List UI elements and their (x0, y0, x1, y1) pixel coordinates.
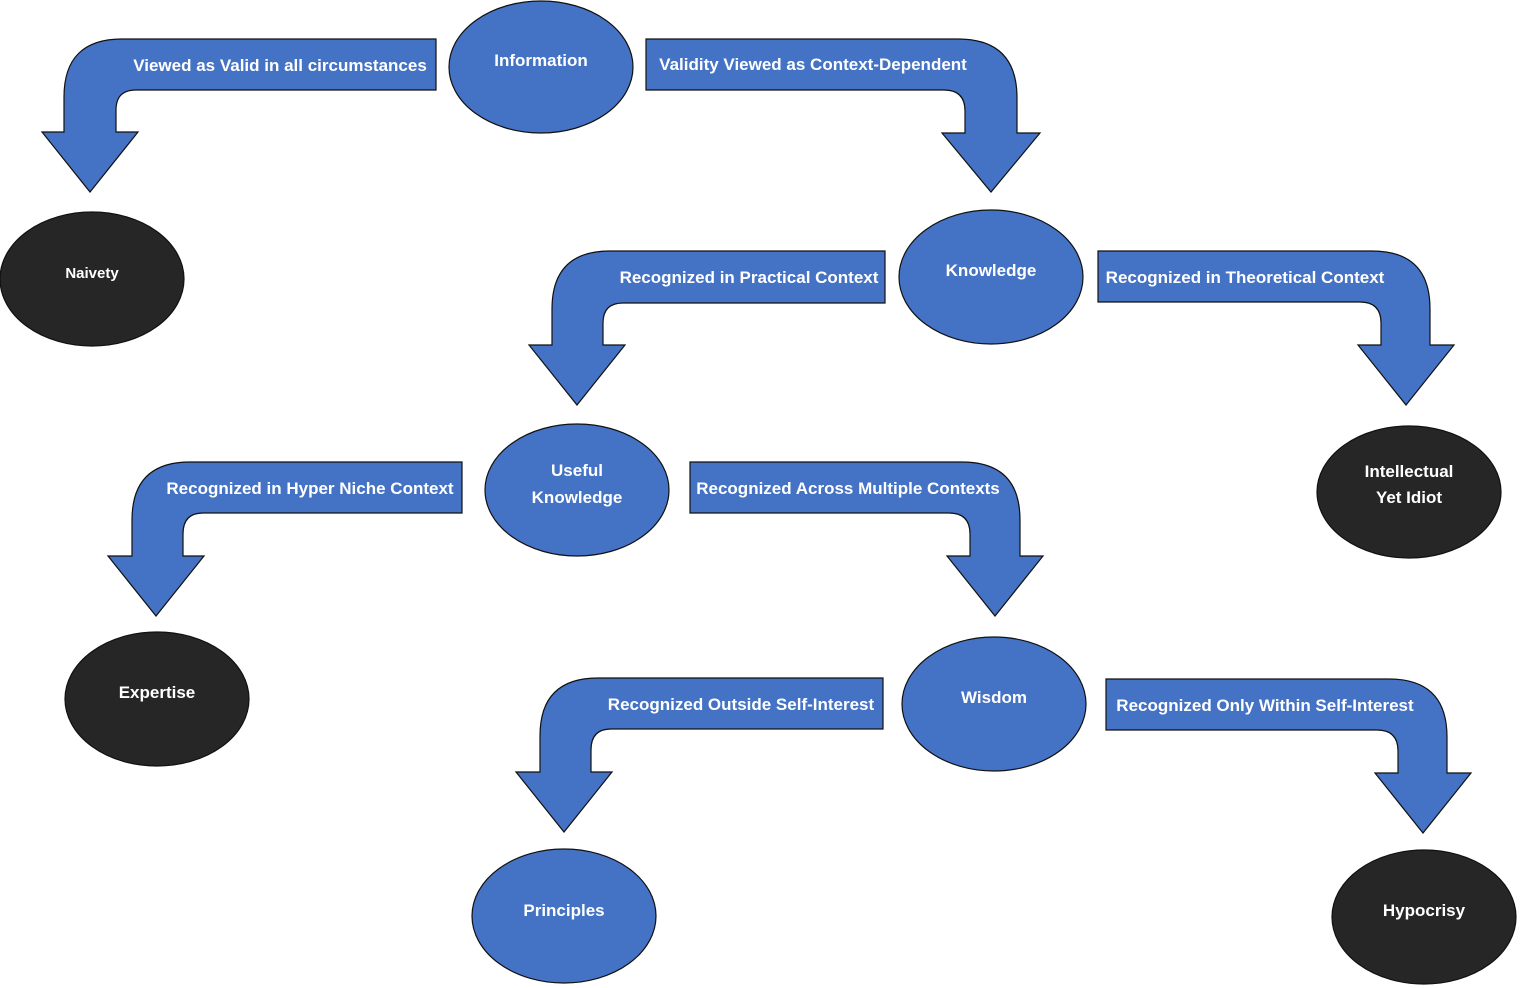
arrow-shape (527, 250, 886, 406)
arrow-shape (645, 38, 1042, 193)
node-label-line-1: Useful (551, 461, 603, 480)
node-naivety: Naivety (0, 211, 185, 347)
node-information: Information (448, 0, 634, 134)
edge-label: Recognized Only Within Self-Interest (1116, 696, 1414, 715)
arrow-shape (514, 677, 884, 833)
node-shape (0, 211, 185, 347)
arrow-knowledge-to-useful-knowledge: Recognized in Practical Context (527, 250, 886, 406)
node-label-line-1: Intellectual (1365, 462, 1454, 481)
node-label: Wisdom (961, 688, 1027, 707)
arrow-shape (1097, 250, 1456, 406)
node-label-line-2: Knowledge (532, 488, 623, 507)
edge-label: Validity Viewed as Context-Dependent (659, 55, 967, 74)
node-shape (898, 209, 1084, 345)
edge-label: Recognized in Practical Context (620, 268, 879, 287)
node-shape (1331, 849, 1517, 985)
edge-label: Viewed as Valid in all circumstances (133, 56, 427, 75)
arrow-information-to-knowledge: Validity Viewed as Context-Dependent (645, 38, 1042, 193)
node-shape (471, 848, 657, 984)
arrow-shape (106, 461, 463, 617)
node-shape (484, 423, 670, 557)
node-shape (1316, 425, 1502, 559)
node-shape (901, 636, 1087, 772)
edge-label: Recognized Across Multiple Contexts (696, 479, 1000, 498)
node-label: Naivety (65, 265, 119, 282)
node-useful-knowledge: Useful Knowledge (484, 423, 670, 557)
node-label: Principles (523, 901, 604, 920)
edge-label: Recognized Outside Self-Interest (608, 695, 875, 714)
node-wisdom: Wisdom (901, 636, 1087, 772)
node-principles: Principles (471, 848, 657, 984)
arrow-shape (1105, 678, 1473, 834)
arrow-information-to-naivety: Viewed as Valid in all circumstances (40, 38, 437, 193)
node-label: Hypocrisy (1383, 901, 1466, 920)
arrow-wisdom-to-principles: Recognized Outside Self-Interest (514, 677, 884, 833)
arrow-shape (689, 461, 1045, 617)
arrow-useful-to-wisdom: Recognized Across Multiple Contexts (689, 461, 1045, 617)
edge-label: Recognized in Theoretical Context (1106, 268, 1385, 287)
node-expertise: Expertise (64, 631, 250, 767)
arrow-wisdom-to-hypocrisy: Recognized Only Within Self-Interest (1105, 678, 1473, 834)
edge-label: Recognized in Hyper Niche Context (166, 479, 453, 498)
arrow-knowledge-to-iyi: Recognized in Theoretical Context (1097, 250, 1456, 406)
node-label-line-2: Yet Idiot (1376, 488, 1442, 507)
node-knowledge: Knowledge (898, 209, 1084, 345)
node-intellectual-yet-idiot: Intellectual Yet Idiot (1316, 425, 1502, 559)
arrow-shape (40, 38, 437, 193)
node-label: Information (494, 51, 588, 70)
node-hypocrisy: Hypocrisy (1331, 849, 1517, 985)
node-label: Knowledge (946, 261, 1037, 280)
node-shape (448, 0, 634, 134)
node-label: Expertise (119, 683, 196, 702)
node-shape (64, 631, 250, 767)
arrow-useful-to-expertise: Recognized in Hyper Niche Context (106, 461, 463, 617)
